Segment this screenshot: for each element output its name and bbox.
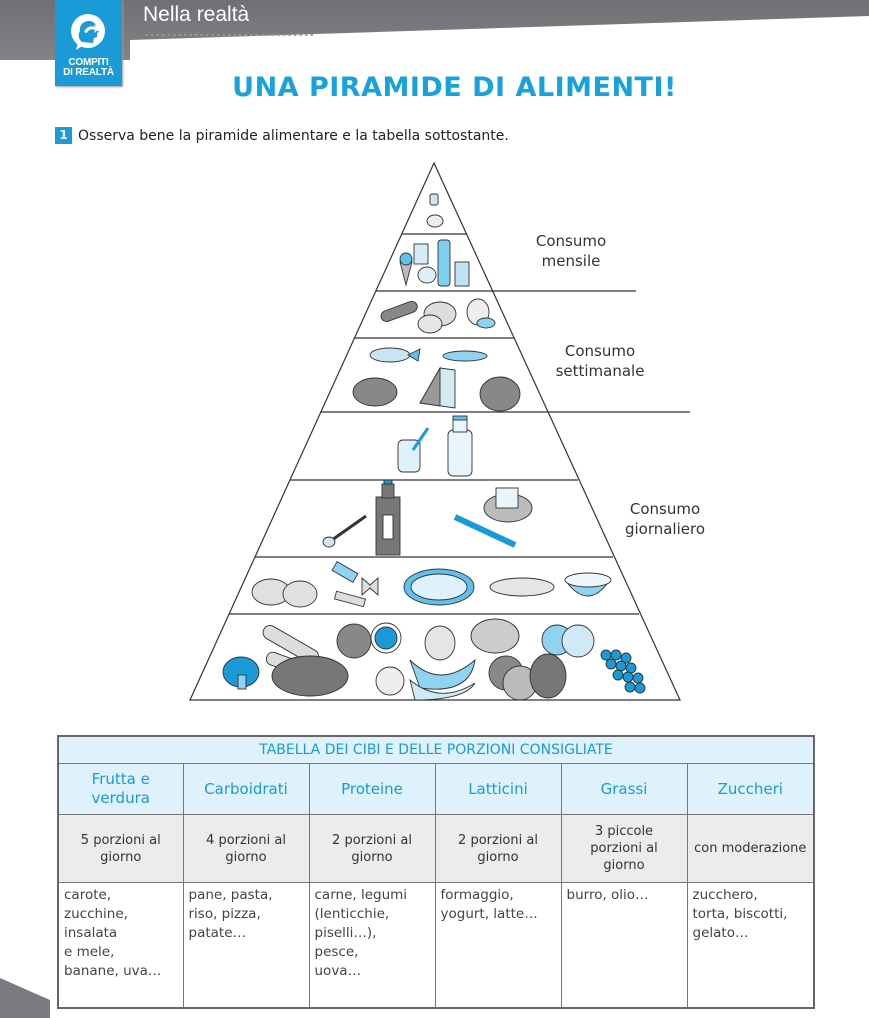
butter-knife-icon (453, 514, 517, 548)
column-header: Latticini (434, 763, 562, 815)
milk-bottle-icon (447, 429, 473, 477)
badge-label-line2: DI REALTÀ (63, 67, 114, 78)
dotted-underline (144, 33, 314, 37)
portion-cell: 3 piccole porzioni al giorno (560, 814, 688, 883)
label-weekly: Consumo settimanale (545, 341, 655, 381)
lettuce-icon (470, 618, 520, 654)
table-examples-row: carote, zucchine, insalata e mele, banan… (57, 882, 815, 1009)
example-line: torta, biscotti, (692, 906, 788, 922)
examples-cell: formaggio, yogurt, latte… (434, 882, 562, 1009)
examples-cell: pane, pasta, riso, pizza, patate… (182, 882, 310, 1009)
soda-can-icon (437, 239, 451, 287)
page-title: UNA PIRAMIDE DI ALIMENTI! (232, 72, 677, 103)
label-daily: Consumo giornaliero (610, 499, 720, 539)
bread-icon (489, 577, 555, 597)
steak-icon (479, 376, 521, 412)
label-daily-line2: giornaliero (624, 520, 706, 538)
table-portion-row: 5 porzioni al giorno 4 porzioni al giorn… (57, 814, 815, 883)
badge-label-line1: COMPITI (68, 57, 109, 68)
table-header-row: Frutta e verdura Carboidrati Proteine La… (57, 763, 815, 815)
corner-decoration (0, 978, 50, 1018)
food-portions-table: TABELLA DEI CIBI E DELLE PORZIONI CONSIG… (57, 735, 816, 1009)
sugar-bowl-icon (426, 214, 444, 228)
label-weekly-line1: Consumo (564, 342, 636, 360)
exercise-number: 1 (55, 127, 72, 144)
cupcake-icon (417, 266, 437, 284)
label-weekly-line2: settimanale (555, 362, 645, 380)
food-pyramid (189, 161, 690, 701)
label-monthly-line2: mensile (541, 252, 601, 270)
header-bar (0, 0, 869, 60)
portion-cell: 5 porzioni al giorno (57, 814, 184, 883)
example-line: e mele, (64, 944, 115, 960)
pepper-icon (529, 653, 567, 699)
example-line: uova… (314, 963, 362, 979)
pyramid-outline (189, 161, 681, 701)
example-line: banane, uva… (64, 963, 162, 979)
ice-cream-icon (399, 261, 413, 287)
example-line: zucchine, (64, 906, 128, 922)
example-line: pesce, (314, 944, 359, 960)
example-line: carne, legumi (314, 887, 408, 903)
portion-cell: 2 porzioni al giorno (434, 814, 562, 883)
eggplant-icon (271, 655, 349, 697)
examples-cell: carne, legumi (lenticchie, piselli…), pe… (308, 882, 436, 1009)
portion-cell: 2 porzioni al giorno (308, 814, 436, 883)
glass-icon (454, 261, 470, 287)
compiti-di-realta-badge: COMPITI DI REALTÀ (55, 0, 122, 86)
label-daily-line1: Consumo (629, 500, 701, 518)
column-header: Grassi (560, 763, 688, 815)
example-line: patate… (188, 925, 247, 941)
column-header: Proteine (308, 763, 436, 815)
example-line: pane, pasta, (188, 887, 273, 903)
example-line: riso, pizza, (188, 906, 261, 922)
portion-cell: 4 porzioni al giorno (182, 814, 310, 883)
peas-icon (442, 350, 488, 362)
example-line: yogurt, latte… (440, 906, 538, 922)
example-line: gelato… (692, 925, 749, 941)
spoon-icon (331, 514, 367, 542)
column-header: Carboidrati (182, 763, 310, 815)
column-header: Zuccheri (686, 763, 815, 815)
pear-icon (424, 625, 456, 661)
grapes-icon (600, 649, 646, 694)
column-header: Frutta e verdura (57, 763, 184, 815)
table-caption-row: TABELLA DEI CIBI E DELLE PORZIONI CONSIG… (57, 735, 815, 764)
example-line: insalata (64, 925, 118, 941)
example-line: formaggio, (440, 887, 514, 903)
banana-icon (409, 658, 476, 690)
label-monthly: Consumo mensile (523, 231, 619, 271)
examples-cell: burro, olio… (560, 882, 688, 1009)
portion-cell: con moderazione (686, 814, 815, 883)
section-title: Nella realtà (143, 3, 250, 26)
examples-cell: zucchero, torta, biscotti, gelato… (686, 882, 815, 1009)
table-caption: TABELLA DEI CIBI E DELLE PORZIONI CONSIG… (57, 735, 815, 764)
example-line: carote, (64, 887, 112, 903)
example-line: piselli…), (314, 925, 377, 941)
fish-icon (369, 347, 411, 363)
exercise-instruction: 1 Osserva bene la piramide alimentare e l… (55, 127, 509, 144)
label-monthly-line1: Consumo (535, 232, 607, 250)
salt-shaker-icon (429, 193, 439, 206)
fries-icon (413, 243, 429, 265)
pasta-icon (331, 561, 359, 583)
chicken-icon (352, 377, 398, 407)
example-line: (lenticchie, (314, 906, 390, 922)
example-line: zucchero, (692, 887, 758, 903)
example-line: burro, olio… (566, 887, 649, 903)
exercise-text: Osserva bene la piramide alimentare e la… (78, 128, 509, 144)
head-arrow-icon (71, 14, 105, 50)
orange-icon (336, 623, 372, 659)
examples-cell: carote, zucchine, insalata e mele, banan… (57, 882, 184, 1009)
sausage-icon (380, 301, 418, 322)
onion-icon (375, 666, 405, 696)
